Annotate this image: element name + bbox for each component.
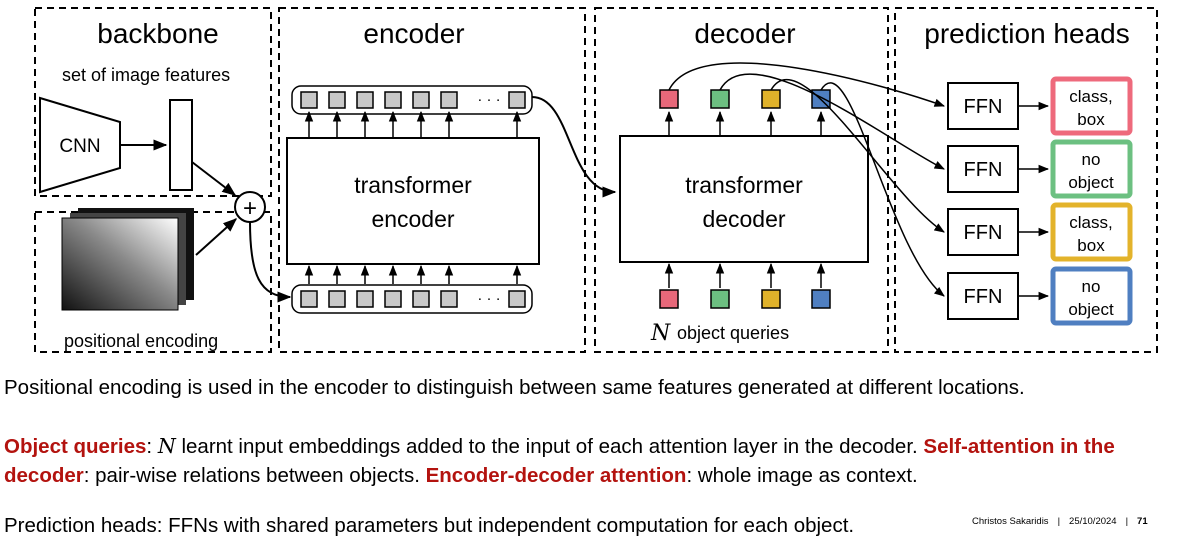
image-features-block	[169, 99, 193, 191]
prediction-output-line1: no	[1082, 150, 1101, 169]
footer-date: 25/10/2024	[1069, 516, 1117, 527]
ffn-label: FFN	[964, 286, 1003, 308]
embedding-to-ffn-arrow	[770, 79, 945, 233]
sum-symbol: +	[243, 195, 257, 222]
decoder-output-embedding	[761, 89, 781, 109]
object-queries-term: Object queries	[4, 435, 147, 458]
object-queries-label: object queries	[677, 323, 789, 343]
transformer-encoder-label-line2: encoder	[371, 206, 454, 232]
encoder-output-ellipsis: · · ·	[477, 91, 500, 108]
footer-separator-2: |	[1125, 516, 1129, 527]
encoder-output-token	[508, 91, 526, 109]
ffn-block	[947, 145, 1019, 193]
encoder-output-token	[356, 91, 374, 109]
decoder-output-embedding	[659, 89, 679, 109]
encoder-input-token	[328, 290, 346, 308]
object-query	[659, 289, 679, 309]
embedding-to-ffn-arrow	[719, 73, 945, 170]
decoder-output-embedding	[710, 89, 730, 109]
positional-encoding-image	[61, 208, 194, 311]
ffn-block	[947, 272, 1019, 320]
positional-encoding-note: Positional encoding is used in the encod…	[4, 376, 1025, 399]
encoder-input-token	[440, 290, 458, 308]
object-query	[710, 289, 730, 309]
footer-author: Christos Sakaridis	[972, 516, 1049, 527]
embedding-to-ffn-arrow	[668, 62, 945, 107]
encoder-output-token	[384, 91, 402, 109]
encoder-input-token	[356, 290, 374, 308]
prediction-output-line2: object	[1068, 300, 1114, 319]
self-attention-description: : pair-wise relations between objects.	[83, 464, 426, 487]
footer-separator-1: |	[1057, 516, 1061, 527]
encoder-input-token	[412, 290, 430, 308]
detr-architecture-diagram: backbone encoder decoder prediction head…	[34, 7, 1158, 353]
object-queries-note: Object queries: N learnt input embedding…	[4, 432, 1194, 490]
transformer-decoder-label-line1: transformer	[685, 172, 803, 198]
transformer-encoder-label-line1: transformer	[354, 172, 472, 198]
prediction-output-box	[1050, 266, 1133, 326]
embedding-to-ffn-arrow	[820, 82, 945, 297]
encoder-input-token	[300, 290, 318, 308]
object-queries-description: learnt input embeddings added to the inp…	[175, 435, 924, 458]
prediction-output-line2: box	[1077, 236, 1105, 255]
encoder-input-token	[384, 290, 402, 308]
positional-encoding-section	[34, 211, 272, 353]
ffn-block	[947, 208, 1019, 256]
prediction-heads-note: Prediction heads: FFNs with shared param…	[4, 514, 855, 537]
decoder-section	[594, 7, 889, 353]
slide-footer: Christos Sakaridis | 25/10/2024 | 71	[972, 516, 1148, 527]
positional-encoding-label: positional encoding	[64, 331, 218, 351]
encoder-input-token-row	[291, 284, 533, 314]
transformer-decoder-block	[619, 135, 869, 263]
encoder-output-token-row	[291, 85, 533, 115]
backbone-title: backbone	[97, 18, 218, 49]
encoder-input-ellipsis: · · ·	[477, 290, 500, 307]
encoder-title: encoder	[363, 18, 464, 49]
encoder-output-token	[300, 91, 318, 109]
transformer-encoder-block	[286, 137, 540, 265]
prediction-output-line1: class,	[1069, 87, 1112, 106]
sum-to-input-tokens-arrow	[249, 221, 292, 303]
prediction-output-line2: box	[1077, 110, 1105, 129]
cnn-label: CNN	[59, 136, 100, 157]
footer-page-number: 71	[1137, 516, 1148, 527]
self-attention-term: Self-attention in the decoder	[4, 435, 1115, 487]
object-queries-var: N	[650, 321, 671, 346]
prediction-output-box	[1050, 202, 1133, 262]
image-features-label: set of image features	[62, 65, 230, 85]
encoder-input-token	[508, 290, 526, 308]
object-queries-colon: :	[146, 435, 158, 458]
decoder-title: decoder	[694, 18, 795, 49]
ffn-label: FFN	[964, 159, 1003, 181]
encoder-decoder-attention-description: : whole image as context.	[686, 464, 918, 487]
prediction-heads-section	[894, 7, 1158, 353]
prediction-heads-title: prediction heads	[924, 18, 1129, 49]
ffn-label: FFN	[964, 222, 1003, 244]
cnn-block	[39, 96, 121, 194]
prediction-output-box	[1050, 139, 1133, 199]
object-query	[811, 289, 831, 309]
encoder-decoder-attention-term: Encoder-decoder attention	[425, 464, 687, 487]
encoder-output-token	[440, 91, 458, 109]
features-to-sum-arrow	[191, 161, 237, 196]
object-query	[761, 289, 781, 309]
transformer-decoder-label-line2: decoder	[702, 206, 785, 232]
prediction-output-box	[1050, 76, 1133, 136]
prediction-output-line2: object	[1068, 173, 1114, 192]
prediction-output-line1: class,	[1069, 213, 1112, 232]
pe-to-sum-arrow	[195, 218, 238, 256]
encoder-output-token	[412, 91, 430, 109]
ffn-label: FFN	[964, 96, 1003, 118]
encoder-section	[278, 7, 586, 353]
prediction-output-line1: no	[1082, 277, 1101, 296]
object-queries-var-inline: N	[157, 434, 176, 458]
encoder-to-decoder-arrow	[531, 96, 617, 198]
encoder-output-token	[328, 91, 346, 109]
backbone-section	[34, 7, 272, 197]
